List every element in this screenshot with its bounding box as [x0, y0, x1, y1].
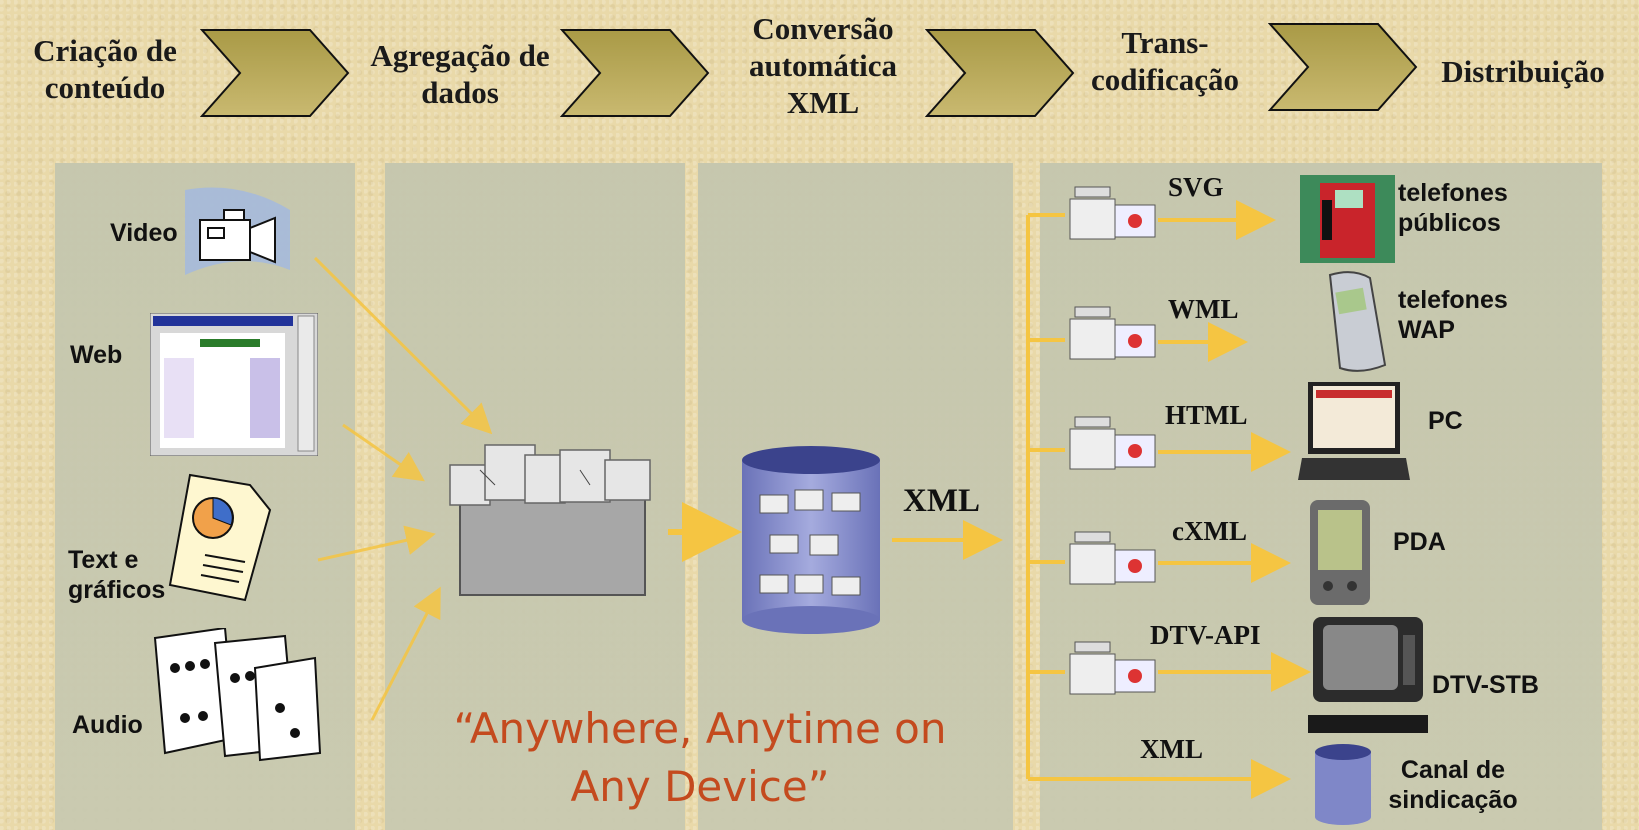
chevron-arrow-icon	[925, 29, 1075, 117]
video-camera-icon	[185, 187, 290, 275]
transcoder-icon	[1069, 416, 1156, 470]
source-label-video: Video	[110, 219, 178, 247]
transcoder-icon	[1069, 306, 1156, 360]
payphone-icon	[1300, 175, 1395, 263]
chevron-arrow-icon	[1268, 23, 1418, 111]
source-label-text-graphics: Text e gráficos	[68, 546, 166, 604]
stage-label: Distribuição	[1441, 54, 1605, 89]
stage-data-aggregation: Agregação de dados	[360, 37, 560, 111]
stage-label: Agregação de dados	[370, 38, 550, 110]
sheet-music-icon	[153, 628, 322, 762]
source-label-web: Web	[70, 341, 123, 369]
slogan: “Anywhere, Anytime on Any Device”	[453, 704, 947, 811]
chevron-arrow-icon	[560, 29, 710, 117]
format-label-dtv-api: DTV-API	[1150, 620, 1261, 650]
stage-distribution: Distribuição	[1408, 53, 1638, 90]
file-cabinet-icon	[449, 444, 651, 596]
transcoder-icon	[1069, 641, 1156, 695]
pda-icon	[1310, 500, 1370, 605]
stage-label: Criação de conteúdo	[33, 33, 177, 105]
format-label-svg: SVG	[1168, 172, 1224, 202]
document-chart-icon	[168, 473, 272, 602]
tv-settop-icon	[1308, 617, 1428, 733]
device-label-syndication: Canal de sindicação	[1388, 756, 1518, 814]
transcoder-icon	[1069, 186, 1156, 240]
laptop-icon	[1298, 382, 1410, 480]
format-label-html: HTML	[1165, 400, 1248, 430]
stage-label: Trans- codificação	[1090, 25, 1240, 97]
xml-database-icon	[742, 446, 880, 634]
web-page-icon	[150, 313, 318, 456]
source-label-audio: Audio	[72, 711, 143, 739]
format-label-xml: XML	[1140, 734, 1203, 764]
stage-label: Conversão automática XML	[748, 11, 898, 120]
device-label-pda: PDA	[1393, 528, 1446, 556]
device-label-pc: PC	[1428, 407, 1463, 435]
xml-output-label: XML	[903, 483, 980, 519]
stage-transcoding: Trans- codificação	[1075, 24, 1255, 98]
device-label-dtv-stb: DTV-STB	[1432, 671, 1539, 699]
stage-content-creation: Criação de conteúdo	[10, 32, 200, 106]
chevron-arrow-icon	[200, 29, 350, 117]
mobile-phone-icon	[1328, 271, 1387, 372]
device-label-payphone: telefones públicos	[1398, 179, 1508, 237]
device-label-wap-phone: telefones WAP	[1398, 286, 1508, 344]
stage-xml-conversion: Conversão automática XML	[718, 10, 928, 121]
transcoder-icon	[1069, 531, 1156, 585]
format-label-wml: WML	[1168, 294, 1239, 324]
format-label-cxml: cXML	[1172, 516, 1247, 546]
database-icon	[1315, 744, 1371, 825]
